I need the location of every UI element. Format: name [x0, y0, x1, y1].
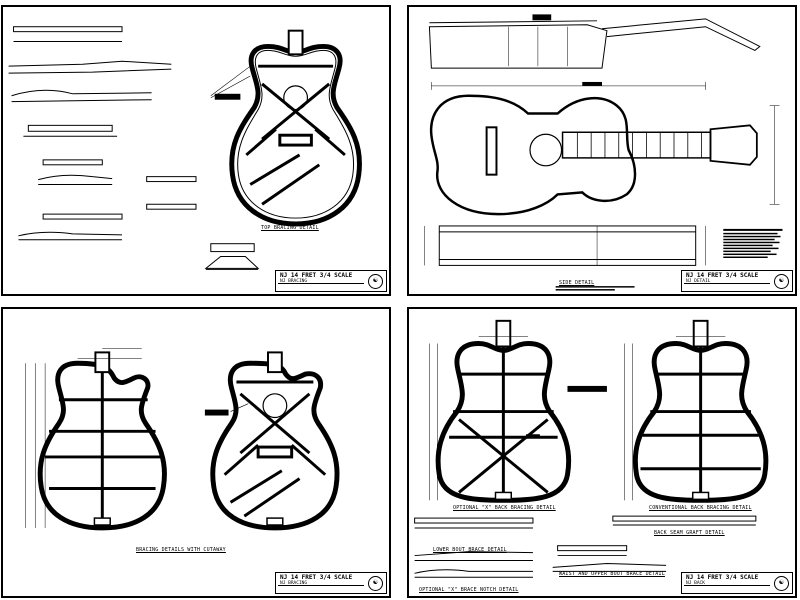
caption-x-back-bracing: OPTIONAL "X" BACK BRACING DETAIL	[453, 505, 556, 511]
callout-text-block	[567, 385, 607, 392]
drawing-sheet-back-bracing: OPTIONAL "X" BACK BRACING DETAIL CONVENT…	[407, 307, 797, 598]
back-bracing-drawing	[414, 319, 769, 578]
title-block-rows	[278, 283, 364, 289]
soundhole	[283, 85, 309, 111]
guitar-maker-logo-icon: ☯	[368, 274, 383, 289]
title-block: NJ 14 FRET 3/4 SCALE NJ DETAIL ☯	[681, 270, 793, 292]
caption-back-seam-graft: BACK SEAM GRAFT DETAIL	[654, 530, 725, 536]
caption-cutaway-bracing: BRACING DETAILS WITH CUTAWAY	[136, 547, 226, 553]
cutaway-top-outline	[210, 351, 340, 531]
fretboard	[561, 131, 712, 159]
neck-block	[495, 319, 512, 348]
title-block-line1: NJ 14 FRET 3/4 SCALE	[686, 272, 759, 279]
caption-side-detail: SIDE DETAIL	[559, 280, 595, 286]
soundhole	[529, 133, 563, 167]
neck-block	[94, 351, 111, 374]
callout-text-block	[204, 409, 229, 416]
title-block-rows	[684, 585, 770, 591]
cutaway-bracing-drawing	[25, 348, 340, 531]
title-block: NJ 14 FRET 3/4 SCALE NJ BRACING ☯	[275, 270, 387, 292]
caption-conventional-back-bracing: CONVENTIONAL BACK BRACING DETAIL	[649, 505, 752, 511]
headstock	[709, 124, 758, 166]
guitar-maker-logo-icon: ☯	[774, 576, 789, 591]
side-elevation	[424, 225, 706, 266]
title-block-line2: NJ BRACING	[280, 581, 308, 586]
side-detail-drawing	[424, 14, 783, 291]
drawing-sheet-cutaway-bracing: BRACING DETAILS WITH CUTAWAY NJ 14 FRET …	[1, 307, 391, 598]
title-block-line2: NJ BRACING	[280, 279, 308, 284]
drawing-sheet-top-bracing: TOP BRACING DETAIL NJ 14 FRET 3/4 SCALE …	[1, 5, 391, 296]
title-block-rows	[684, 283, 770, 289]
title-block-line2: NJ BACK	[686, 581, 705, 586]
caption-waist-upper-bout-brace: WAIST AND UPPER BOUT BRACE DETAIL	[559, 571, 665, 577]
title-block: NJ 14 FRET 3/4 SCALE NJ BACK ☯	[681, 572, 793, 594]
neck-block	[267, 351, 283, 374]
brace-profile	[13, 26, 123, 33]
top-bracing-drawing	[8, 26, 362, 270]
neck-block	[287, 29, 304, 56]
title-block: NJ 14 FRET 3/4 SCALE NJ BRACING ☯	[275, 572, 387, 594]
notes-text-block	[555, 228, 783, 291]
caption-lower-bout-brace: LOWER BOUT BRACE DETAIL	[433, 547, 507, 553]
guitar-maker-logo-icon: ☯	[774, 274, 789, 289]
x-back-outline	[435, 319, 572, 503]
drawing-sheet-side-detail: SIDE DETAIL NJ 14 FRET 3/4 SCALE NJ DETA…	[407, 5, 797, 296]
conventional-back-outline	[632, 319, 769, 503]
neck-side-profile	[428, 24, 608, 69]
callout-text-block	[214, 93, 241, 100]
title-block-line1: NJ 14 FRET 3/4 SCALE	[280, 272, 353, 279]
soundhole	[262, 393, 288, 419]
title-block-line1: NJ 14 FRET 3/4 SCALE	[280, 574, 353, 581]
guitar-maker-logo-icon: ☯	[368, 576, 383, 591]
guitar-top-outline	[210, 29, 362, 227]
title-block-rows	[278, 585, 364, 591]
neck-block	[692, 319, 709, 348]
caption-x-brace-notch: OPTIONAL "X" BRACE NOTCH DETAIL	[419, 587, 519, 593]
title-block-line1: NJ 14 FRET 3/4 SCALE	[686, 574, 759, 581]
caption-top-bracing: TOP BRACING DETAIL	[261, 225, 319, 231]
bridge	[485, 126, 498, 176]
cutaway-back-outline	[37, 351, 167, 531]
guitar-front-view	[429, 81, 780, 216]
title-block-line2: NJ DETAIL	[686, 279, 711, 284]
